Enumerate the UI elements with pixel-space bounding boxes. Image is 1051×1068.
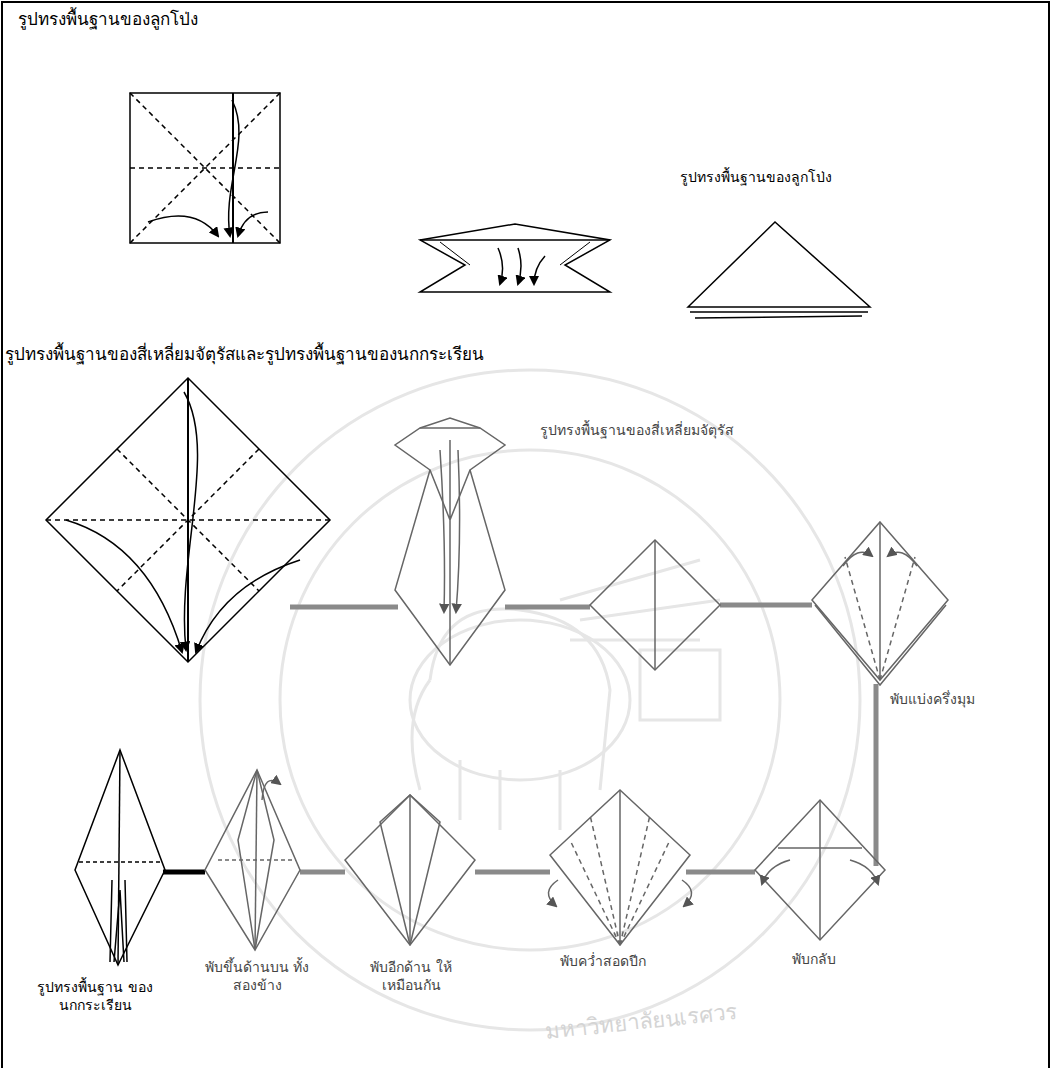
balloon-step-2-part <box>534 256 545 284</box>
section-heading: รูปทรงพื้นฐานของสี่เหลี่ยมจัตุรัสและรูปท… <box>5 343 484 365</box>
balloon-step-2-part <box>440 242 590 265</box>
step-caption: พับอีกด้าน ให้เหมือนกัน <box>352 958 470 994</box>
square-step-2-part <box>456 450 460 612</box>
balloon-step-1-part <box>229 100 239 236</box>
flow-bar-final-part <box>163 870 205 875</box>
crane-step-2-part <box>819 800 821 940</box>
crane-step-5-part <box>262 780 280 800</box>
crane-step-5 <box>205 770 300 950</box>
watermark-seal-part <box>640 650 720 720</box>
crane-step-4-part <box>345 795 475 945</box>
flow-bar-final <box>163 870 205 875</box>
flow-bar-part <box>505 605 590 610</box>
step-caption: พับแบ่งครึ่งมุม <box>888 690 977 708</box>
square-step-2-part <box>440 450 445 612</box>
balloon-step-2 <box>420 224 610 292</box>
crane-step-1-part <box>888 552 917 566</box>
watermark-seal-part <box>430 609 610 830</box>
watermark-seal-part <box>412 680 430 790</box>
balloon-base-part <box>690 312 868 318</box>
crane-step-4-part <box>380 795 440 945</box>
crane-step-4 <box>345 795 475 945</box>
watermark-seal <box>200 370 860 1030</box>
balloon-step-1-part <box>232 93 234 243</box>
crane-step-3-part <box>548 880 558 906</box>
crane-step-3-part <box>570 815 670 945</box>
crane-step-1-part <box>879 522 881 680</box>
crane-step-5-part <box>205 770 300 950</box>
balloon-step-1-part <box>238 212 268 236</box>
crane-step-1 <box>812 522 948 685</box>
watermark-seal-part <box>200 370 860 1030</box>
square-base-part <box>654 540 656 670</box>
crane-step-2-part <box>850 860 878 884</box>
crane-base-part <box>110 880 127 962</box>
balloon-base-part <box>688 222 870 307</box>
section-heading: รูปทรงพื้นฐานของลูกโป่ง <box>18 8 198 30</box>
crane-step-5-part <box>218 859 296 861</box>
square-step-1-part <box>184 392 198 650</box>
square-step-1-part <box>187 378 189 662</box>
square-step-2-part <box>420 418 480 428</box>
crane-step-4-part <box>409 795 411 945</box>
step-caption: พับคว่ำสอดปีก <box>560 952 646 970</box>
square-step-2-part <box>430 440 470 665</box>
crane-step-1-part <box>843 552 872 566</box>
crane-step-2-part <box>762 860 790 884</box>
watermark-seal-part <box>410 620 630 780</box>
flow-bar-part <box>874 684 879 866</box>
flow-bar-part <box>686 870 755 875</box>
square-step-1-part <box>66 520 182 652</box>
crane-base-part <box>75 750 165 965</box>
crane-step-3 <box>548 790 691 945</box>
balloon-base <box>688 222 870 318</box>
square-step-1-part <box>46 378 330 662</box>
square-step-1 <box>46 378 330 662</box>
flow-bar-part <box>720 603 812 608</box>
figure-caption: รูปทรงพื้นฐานของสี่เหลี่ยมจัตุรัส <box>540 421 734 439</box>
crane-step-3-part <box>682 880 692 906</box>
crane-step-2-part <box>755 800 885 940</box>
figure-caption: รูปทรงพื้นฐาน ของนกกระเรียน <box>30 978 160 1014</box>
square-base-part <box>590 540 720 670</box>
crane-step-2 <box>755 800 885 940</box>
crane-step-3-part <box>550 790 690 945</box>
flow-bar-part <box>290 605 398 610</box>
square-step-2-part <box>395 428 505 665</box>
watermark: มหาวิทยาลัยนเรศวร <box>544 998 739 1047</box>
balloon-step-1-part <box>130 93 280 243</box>
step-caption: พับขึ้นด้านบน ทั้งสองข้าง <box>198 958 316 994</box>
watermark-seal-part <box>280 450 780 950</box>
crane-step-1-part <box>812 522 948 680</box>
crane-step-1-part <box>845 557 915 680</box>
square-step-1-part <box>196 560 300 652</box>
balloon-step-1 <box>130 93 280 243</box>
step-caption: พับกลับ <box>792 950 836 968</box>
crane-base <box>75 750 165 965</box>
flow-bar-part <box>300 870 345 875</box>
balloon-step-2-part <box>420 224 610 292</box>
balloon-step-2-part <box>420 239 610 241</box>
crane-step-3-part <box>619 790 621 945</box>
balloon-step-1-part <box>130 93 280 243</box>
balloon-step-2-part <box>498 248 503 284</box>
figure-caption: รูปทรงพื้นฐานของลูกโป่ง <box>680 168 832 186</box>
flow-bar <box>290 605 876 872</box>
crane-base-part <box>118 750 120 965</box>
crane-base-part <box>79 861 161 863</box>
balloon-step-2-part <box>518 248 521 284</box>
flow-bar-part <box>475 870 550 875</box>
balloon-step-1-part <box>148 216 218 236</box>
square-base <box>590 540 720 670</box>
square-step-2 <box>395 418 505 665</box>
